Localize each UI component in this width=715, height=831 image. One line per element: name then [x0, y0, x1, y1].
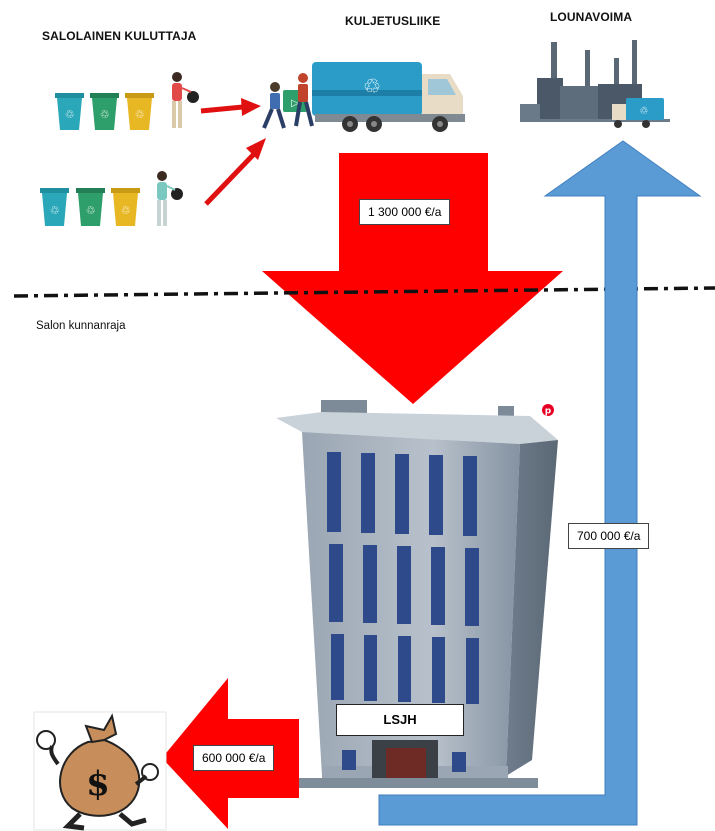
- arrow-transport-to-lsjh: [262, 153, 563, 404]
- svg-text:♲: ♲: [50, 204, 60, 217]
- plant-label: LOUNAVOIMA: [550, 10, 633, 24]
- svg-text:♲: ♲: [86, 204, 96, 217]
- arrow-lsjh-to-lounavoima: [378, 140, 702, 826]
- building-label: LSJH: [336, 704, 464, 736]
- recycling-bin-icon: ♲: [111, 188, 140, 226]
- svg-text:♲: ♲: [121, 204, 131, 217]
- consumer-label: SALOLAINEN KULUTTAJA: [42, 29, 197, 43]
- arrow-consumer-to-transport: [204, 138, 266, 206]
- svg-text:p: p: [545, 407, 552, 417]
- transport-label: KULJETUSLIIKE: [345, 14, 441, 28]
- recycling-bin-icon: ♲: [125, 93, 154, 130]
- person-with-bag-icon: [172, 72, 199, 128]
- municipal-border-line: [13, 286, 715, 298]
- arrow-consumer-to-transport: [200, 98, 261, 116]
- recycling-bin-icon: ♲: [90, 93, 119, 130]
- svg-text:$: $: [86, 764, 110, 804]
- recycling-bin-icon: ♲: [76, 188, 105, 226]
- person-with-bag-icon: [157, 171, 183, 226]
- flow-value-to-municipality: 600 000 €/a: [193, 745, 275, 771]
- recycling-bin-icon: ♲: [55, 93, 84, 130]
- svg-text:♲: ♲: [363, 74, 381, 98]
- building-door: [342, 740, 466, 778]
- svg-text:♲: ♲: [640, 106, 649, 117]
- pinterest-icon: p: [542, 404, 554, 417]
- border-label: Salon kunnanraja: [36, 320, 126, 332]
- building-windows: [327, 452, 479, 704]
- svg-text:♲: ♲: [135, 108, 145, 121]
- flow-value-to-lounavoima: 700 000 €/a: [568, 523, 650, 549]
- svg-text:♲: ♲: [100, 108, 110, 121]
- garbage-truck-icon: ♲: [312, 62, 465, 132]
- svg-text:▷: ▷: [291, 98, 299, 109]
- recycling-bin-icon: ♲: [40, 188, 69, 226]
- svg-text:♲: ♲: [65, 108, 75, 121]
- workers-carrying-bin-icon: ▷: [262, 73, 314, 129]
- factory-icon: ♲: [520, 40, 670, 128]
- flow-value-to-lsjh: 1 300 000 €/a: [359, 199, 451, 225]
- money-bag-icon: $: [33, 711, 167, 831]
